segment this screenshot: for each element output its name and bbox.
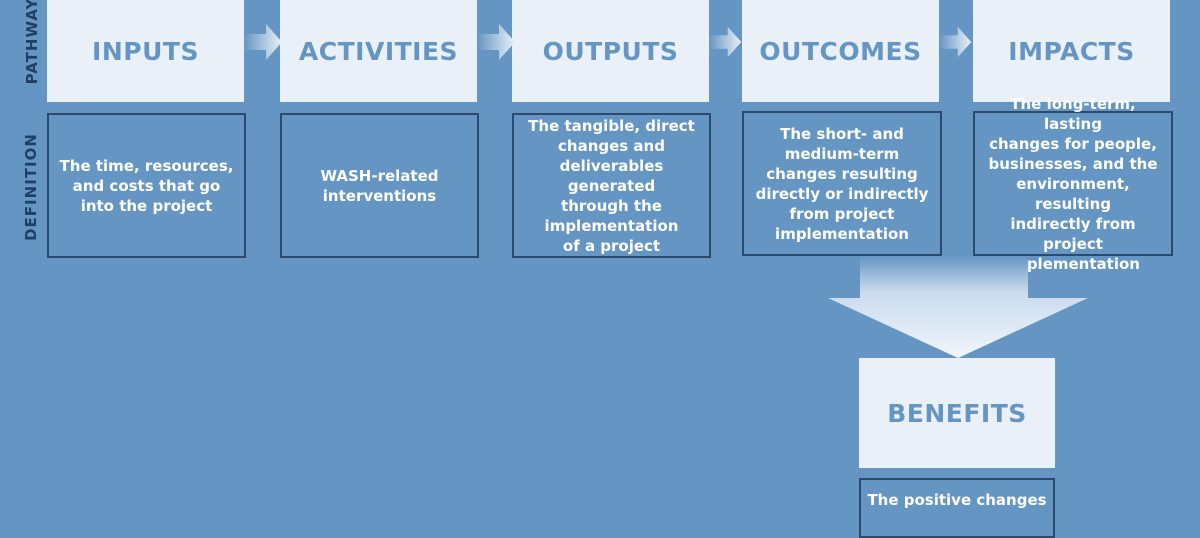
definition-activities-text: WASH-related interventions <box>320 166 439 205</box>
stage-impacts: IMPACTS <box>973 0 1170 102</box>
down-arrow-icon <box>828 256 1088 358</box>
definition-impacts-text: The long-term, lasting changes for peopl… <box>988 94 1158 273</box>
definition-outcomes-text: The short- and medium-term changes resul… <box>755 124 929 243</box>
connector-arrow-icon <box>477 24 515 60</box>
stage-benefits: BENEFITS <box>859 358 1055 468</box>
definition-inputs: The time, resources, and costs that go i… <box>47 113 246 258</box>
definition-inputs-text: The time, resources, and costs that go i… <box>59 156 234 215</box>
connector-arrow-icon <box>709 26 742 58</box>
definition-outcomes: The short- and medium-term changes resul… <box>742 111 942 256</box>
pathway-row-label: PATHWAY <box>23 0 41 85</box>
definition-benefits: The positive changes <box>859 478 1055 538</box>
connector-arrow-icon <box>939 26 972 58</box>
stage-impacts-title: IMPACTS <box>1008 36 1135 66</box>
stage-benefits-title: BENEFITS <box>887 398 1027 428</box>
stage-outputs: OUTPUTS <box>512 0 709 102</box>
definition-impacts: The long-term, lasting changes for peopl… <box>973 95 1173 273</box>
definition-benefits-text: The positive changes <box>867 491 1047 509</box>
connector-arrow-icon <box>244 24 282 60</box>
definition-row-label: DEFINITION <box>22 133 40 241</box>
stage-outcomes: OUTCOMES <box>742 0 939 102</box>
stage-outputs-title: OUTPUTS <box>542 36 679 66</box>
stage-inputs: INPUTS <box>47 0 244 102</box>
definition-outputs-text: The tangible, direct changes and deliver… <box>528 116 695 255</box>
stage-outcomes-title: OUTCOMES <box>759 36 922 66</box>
definition-outputs: The tangible, direct changes and deliver… <box>512 113 711 258</box>
stage-activities-title: ACTIVITIES <box>298 36 459 66</box>
stage-inputs-title: INPUTS <box>92 36 199 66</box>
definition-activities: WASH-related interventions <box>280 113 479 258</box>
stage-activities: ACTIVITIES <box>280 0 477 102</box>
